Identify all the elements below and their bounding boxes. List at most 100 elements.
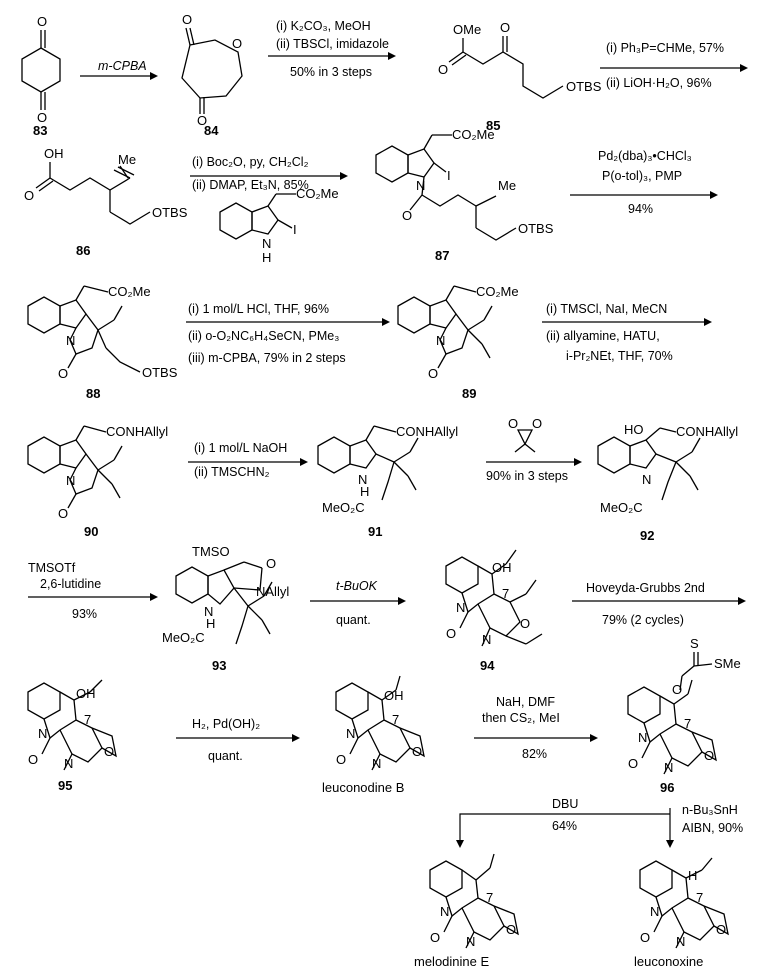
step-4-reagent-2: (ii) DMAP, Et₃N, 85% (192, 178, 309, 192)
indole-n-label: N (66, 473, 75, 488)
step-13-yield: quant. (208, 749, 243, 763)
step-5-reagent-1: Pd₂(dba)₃•CHCl₃ (598, 149, 692, 163)
compound-label-94: 94 (480, 658, 495, 673)
step-2-reagent-1: (i) K₂CO₃, MeOH (276, 19, 371, 33)
compound-96-structure: S SMe O 7 N O O N (627, 636, 741, 775)
indole-n-label: N (436, 333, 445, 348)
ketone-o-label: O (37, 110, 47, 125)
dioxirane-o-label: O (508, 416, 518, 431)
ester-label: MeO₂C (162, 630, 205, 645)
dioxirane-o-label: O (532, 416, 542, 431)
step-1-reagent: m-CPBA (98, 59, 147, 73)
lactam-n-label: N (64, 756, 73, 771)
compound-label-87: 87 (435, 248, 449, 263)
step-14-reagent-2: then CS₂, MeI (482, 711, 560, 725)
stereo-7-label: 7 (84, 712, 91, 727)
compound-85-structure: OMe O O OTBS (438, 20, 602, 99)
lactam-n-label: N (676, 934, 685, 949)
step-4-reagent-1: (i) Boc₂O, py, CH₂Cl₂ (192, 155, 309, 169)
carbonyl-o-label: O (640, 930, 650, 945)
carbonyl-o-label: O (716, 922, 726, 937)
otbs-label: OTBS (566, 79, 602, 94)
compound-86-structure: OH O Me OTBS (24, 146, 188, 225)
step-8-reagent-2: (ii) TMSCHN₂ (194, 465, 270, 479)
compound-91-structure: CONHAllyl N H MeO₂C (317, 424, 458, 515)
stereo-7-label: 7 (392, 712, 399, 727)
compound-92-structure: HO CONHAllyl N MeO₂C (597, 422, 738, 515)
hydroxy-label: HO (624, 422, 644, 437)
carbonyl-o-label: O (430, 930, 440, 945)
lactam-n-label: N (466, 934, 475, 949)
ester-ome-label: OMe (453, 22, 481, 37)
amide-n-label: N (638, 730, 647, 745)
ester-label: MeO₂C (600, 500, 643, 515)
lactam-n-label: N (482, 632, 491, 647)
step-6-reagent-2: (ii) o-O₂NC₆H₄SeCN, PMe₃ (188, 329, 339, 343)
compound-label-88: 88 (86, 386, 100, 401)
step-16-reagent-2: AIBN, 90% (682, 821, 743, 835)
indole-n-label: N (358, 472, 367, 487)
ketone-o-label: O (500, 20, 510, 35)
carbonyl-o-label: O (506, 922, 516, 937)
carbonyl-o-label: O (336, 752, 346, 767)
ester-label: CO₂Me (476, 284, 519, 299)
compound-leuconoxine-structure: H 7 N O O N (639, 857, 729, 949)
amide-n-label: N (38, 726, 47, 741)
carbonyl-o-label: O (104, 744, 114, 759)
step-7-reagent-3: i-Pr₂NEt, THF, 70% (566, 349, 673, 363)
carbonyl-o-label: O (704, 748, 714, 763)
step-9-yield: 90% in 3 steps (486, 469, 568, 483)
lactam-o-label: O (266, 556, 276, 571)
step-6-reagent-3: (iii) m-CPBA, 79% in 2 steps (188, 351, 346, 365)
methyl-label: Me (118, 152, 136, 167)
step-14-reagent-1: NaH, DMF (496, 695, 555, 709)
amide-n-label: N (440, 904, 449, 919)
compound-label-90: 90 (84, 524, 98, 539)
step-5-reagent-2: P(o-tol)₃, PMP (602, 169, 682, 183)
acid-o-label: O (24, 188, 34, 203)
otbs-label: OTBS (518, 221, 554, 236)
lactam-o-label: O (58, 506, 68, 521)
compound-label-83: 83 (33, 123, 47, 138)
compound-93-structure: TMSO O NAllyl N H MeO₂C (162, 544, 289, 645)
carbonyl-o-label: O (446, 626, 456, 641)
step-7-reagent-1: (i) TMSCl, NaI, MeCN (546, 302, 667, 316)
lactam-o-label: O (428, 366, 438, 381)
amide-label: CONHAllyl (676, 424, 738, 439)
step-14-yield: 82% (522, 747, 547, 761)
ester-label: CO₂Me (452, 127, 495, 142)
step-11-yield: quant. (336, 613, 371, 627)
compound-label-93: 93 (212, 658, 226, 673)
compound-label-84: 84 (204, 123, 219, 138)
iodo-label: I (447, 168, 451, 183)
silyl-ether-label: TMSO (192, 544, 230, 559)
thiomethyl-label: SMe (714, 656, 741, 671)
otbs-label: OTBS (142, 365, 178, 380)
stereo-7-label: 7 (502, 586, 509, 601)
amide-n-label: N (456, 600, 465, 615)
ketone-o-label: O (37, 14, 47, 29)
compound-label-leuconodine-b: leuconodine B (322, 780, 404, 795)
ketone-o-label: O (197, 113, 207, 128)
indoline-h-label: H (206, 616, 215, 631)
compound-89-structure: CO₂Me N O (397, 284, 519, 381)
step-10-reagent-1: TMSOTf (28, 561, 76, 575)
compound-label-86: 86 (76, 243, 90, 258)
hydrogen-label: H (688, 868, 697, 883)
carbonyl-o-label: O (628, 756, 638, 771)
indole-n-label: N (66, 333, 75, 348)
compound-label-leuconoxine: leuconoxine (634, 954, 703, 969)
compound-label-85: 85 (486, 118, 500, 133)
ester-label: MeO₂C (322, 500, 365, 515)
step-13-reagent: H₂, Pd(OH)₂ (192, 717, 260, 731)
amide-label: CONHAllyl (396, 424, 458, 439)
indole-n-label: N (416, 178, 425, 193)
compound-95-structure: OH 7 N O O N (27, 679, 117, 771)
hydroxy-label: OH (492, 560, 512, 575)
step-10-yield: 93% (72, 607, 97, 621)
compound-label-92: 92 (640, 528, 654, 543)
xanthate-o-label: O (672, 682, 682, 697)
indole-h-label: H (360, 484, 369, 499)
compound-label-melodinine-e: melodinine E (414, 954, 489, 969)
